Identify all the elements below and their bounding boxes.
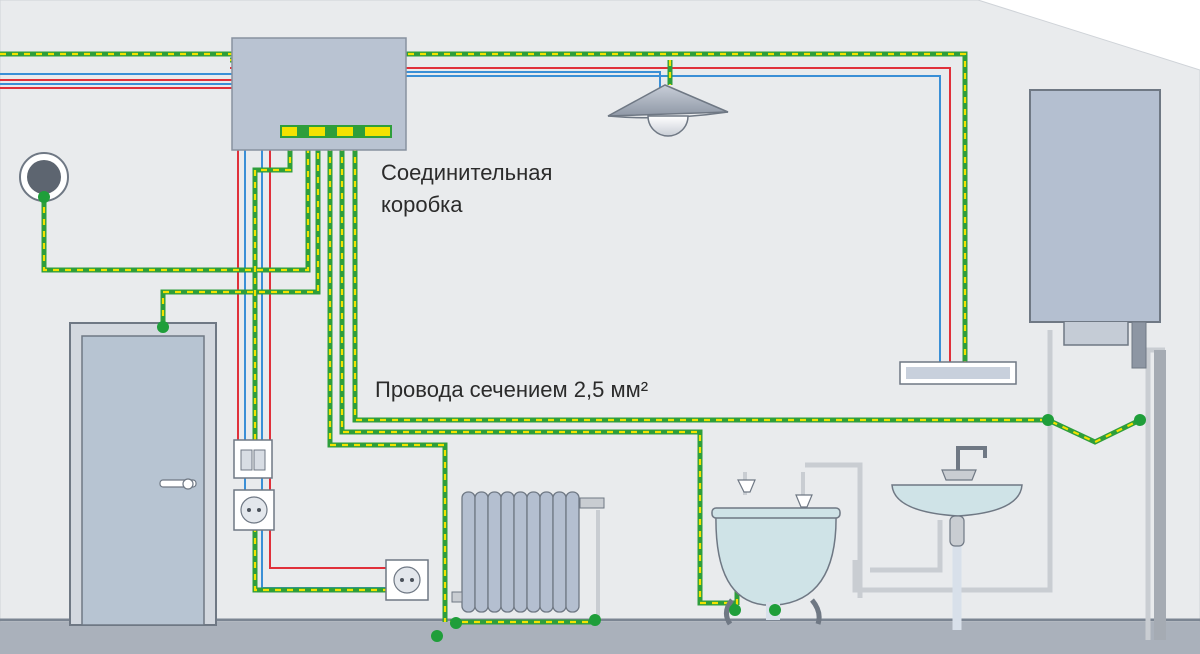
radiator	[451, 491, 605, 617]
wires-label: Провода сечением 2,5 мм²	[375, 377, 648, 402]
door	[69, 322, 217, 626]
power-socket-lower	[385, 559, 429, 601]
ground-node	[450, 617, 462, 629]
junction-box-label-line2: коробка	[381, 192, 463, 217]
bathtub	[711, 472, 841, 626]
ground-node	[431, 630, 443, 642]
ground-node	[769, 604, 781, 616]
wall-light-fixture	[899, 361, 1017, 385]
ground-node	[157, 321, 169, 333]
ground-node	[1042, 414, 1054, 426]
ground-node	[729, 604, 741, 616]
floor	[0, 622, 1200, 654]
ground-node	[589, 614, 601, 626]
ground-connection-points	[38, 191, 1146, 642]
ventilation-fan	[19, 152, 69, 202]
ceiling-lamp	[607, 84, 729, 137]
wall	[0, 0, 1200, 626]
power-socket	[233, 489, 275, 531]
ground-node	[38, 191, 50, 203]
ground-node	[1134, 414, 1146, 426]
light-switch	[233, 439, 273, 479]
junction-box	[231, 37, 407, 151]
sink	[891, 446, 1023, 547]
junction-box-label-line1: Соединительная	[381, 160, 552, 185]
water-heater	[1029, 89, 1161, 369]
